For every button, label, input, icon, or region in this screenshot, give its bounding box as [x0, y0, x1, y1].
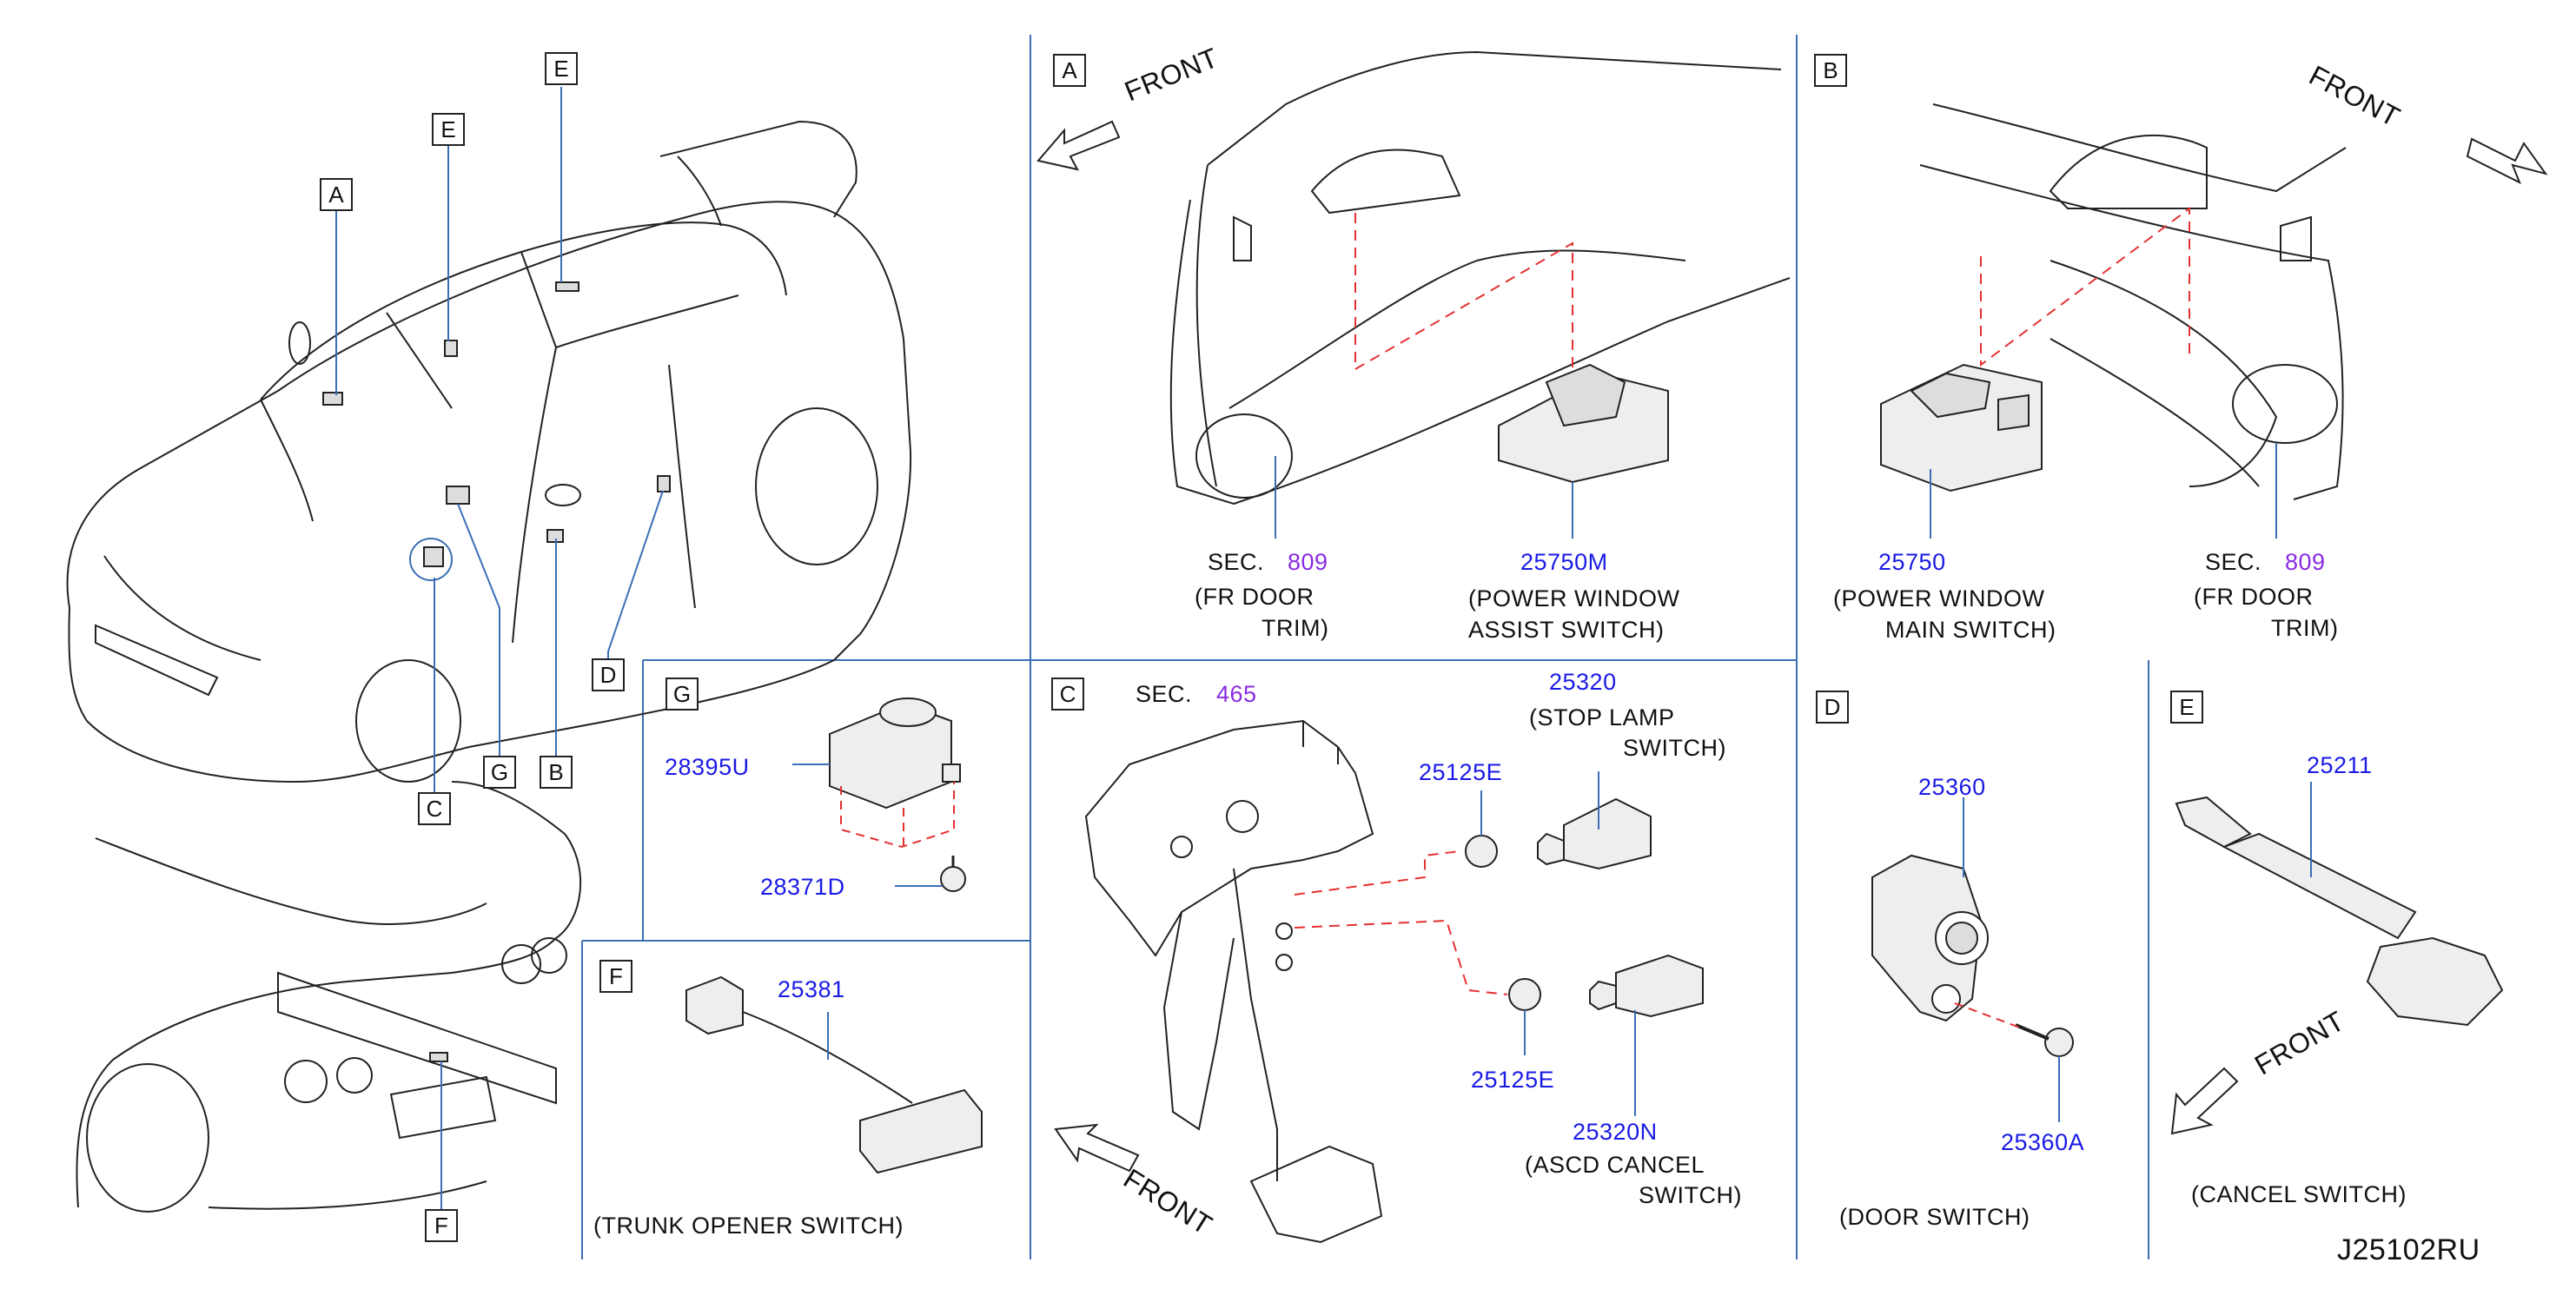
panel-d-letter: D — [1816, 691, 1849, 724]
callout-e-2[interactable]: E — [545, 52, 578, 85]
callout-b[interactable]: B — [540, 756, 573, 789]
panel-b-sec-desc-2: TRIM) — [2271, 615, 2339, 641]
power-window-assist-switch — [1498, 363, 1669, 484]
panel-f-desc: (TRUNK OPENER SWITCH) — [593, 1213, 904, 1239]
panel-c-ascd-desc-2: SWITCH) — [1639, 1182, 1742, 1208]
panel-c-letter: C — [1051, 678, 1084, 711]
panel-b-sec-desc-1: (FR DOOR — [2194, 584, 2314, 610]
front-arrow-b-icon — [2466, 137, 2548, 185]
c-callout-circle — [409, 538, 453, 581]
panel-g-screw-pn[interactable]: 28371D — [760, 874, 845, 900]
panel-d-desc: (DOOR SWITCH) — [1839, 1204, 2030, 1230]
panel-a-part-desc-1: (POWER WINDOW — [1468, 585, 1680, 611]
panel-c-sec-prefix: SEC. — [1136, 681, 1193, 707]
g-screw-head — [940, 866, 966, 892]
panel-a-sec-prefix: SEC. — [1208, 549, 1265, 575]
panel-a-sec-number: 809 — [1288, 549, 1328, 575]
car-rear-view — [76, 781, 582, 1213]
panel-a-letter: A — [1053, 54, 1086, 87]
cancel-switch — [2175, 796, 2504, 1027]
panel-e-part-number[interactable]: 25211 — [2307, 752, 2373, 778]
panel-c-ascd-pn[interactable]: 25320N — [1573, 1119, 1658, 1145]
front-arrow-e-icon — [2170, 1067, 2239, 1135]
power-window-main-switch — [1880, 363, 2043, 492]
panel-g-switch-pn[interactable]: 28395U — [665, 754, 750, 780]
door-switch — [1871, 854, 1989, 1022]
panel-d-screw-pn[interactable]: 25360A — [2001, 1129, 2085, 1155]
c-dashed-guides — [1294, 850, 1508, 995]
b-leaders — [1930, 443, 2277, 539]
door-trim-b — [1919, 103, 2347, 500]
callout-d[interactable]: D — [592, 658, 625, 691]
c-leaders — [1480, 771, 1636, 1116]
rear-part-marker — [429, 1052, 448, 1062]
callout-f[interactable]: F — [425, 1209, 458, 1242]
panel-b-sec-number: 809 — [2285, 549, 2326, 575]
panel-a-part-number[interactable]: 25750M — [1520, 549, 1608, 575]
panel-dividers — [581, 35, 2149, 1259]
d-screw-shank — [2015, 1023, 2050, 1041]
panel-b-part-desc-1: (POWER WINDOW — [1833, 585, 2045, 611]
a-dashed-guides — [1354, 213, 1573, 382]
callout-e-1[interactable]: E — [432, 113, 465, 146]
c-components — [1465, 797, 1704, 1018]
panel-c-stop-pn[interactable]: 25320 — [1549, 669, 1617, 695]
door-trim-a — [1169, 50, 1791, 506]
panel-d-switch-pn[interactable]: 25360 — [1918, 774, 1986, 800]
panel-g-letter: G — [666, 678, 699, 711]
trunk-opener-switch — [685, 975, 983, 1174]
d-screw-icon — [2044, 1028, 2074, 1057]
panel-b-part-number[interactable]: 25750 — [1878, 549, 1946, 575]
overview-leaders — [335, 87, 664, 792]
car-front-view — [66, 120, 912, 783]
panel-c-clip-pn-bottom[interactable]: 25125E — [1471, 1067, 1555, 1093]
panel-f-part-number[interactable]: 25381 — [778, 976, 845, 1002]
panel-e-letter: E — [2170, 691, 2203, 724]
panel-c-stop-desc-2: SWITCH) — [1623, 735, 1726, 761]
panel-f-letter: F — [599, 960, 632, 993]
panel-a-sec-desc-2: TRIM) — [1262, 615, 1329, 641]
diagram-code: J25102RU — [2337, 1233, 2480, 1266]
panel-c-clip-pn-top[interactable]: 25125E — [1419, 759, 1503, 785]
panel-c-sec-number: 465 — [1216, 681, 1257, 707]
callout-a[interactable]: A — [320, 178, 353, 211]
pedal-assembly — [1084, 719, 1383, 1244]
panel-c-ascd-desc-1: (ASCD CANCEL — [1525, 1152, 1705, 1178]
b-dashed-guides — [1980, 207, 2190, 367]
panel-b-sec-prefix: SEC. — [2205, 549, 2262, 575]
panel-b-part-desc-2: MAIN SWITCH) — [1885, 617, 2056, 643]
g-leaders — [792, 763, 943, 887]
panel-b-letter: B — [1814, 54, 1847, 87]
front-arrow-c-icon — [1054, 1123, 1140, 1173]
panel-a-part-desc-2: ASSIST SWITCH) — [1468, 617, 1665, 643]
car-part-markers — [322, 281, 671, 567]
g-switch — [829, 697, 961, 810]
d-dashed-guide — [1954, 1002, 2021, 1028]
a-leaders — [1275, 456, 1573, 539]
d-leaders — [1963, 797, 2060, 1122]
g-dashed-guides — [840, 782, 955, 849]
callout-c[interactable]: C — [418, 792, 451, 825]
panel-c-stop-desc-1: (STOP LAMP — [1529, 704, 1675, 730]
callout-g[interactable]: G — [483, 756, 516, 789]
panel-e-desc: (CANCEL SWITCH) — [2191, 1181, 2407, 1207]
front-arrow-a-icon — [1036, 120, 1121, 171]
panel-a-sec-desc-1: (FR DOOR — [1195, 584, 1314, 610]
